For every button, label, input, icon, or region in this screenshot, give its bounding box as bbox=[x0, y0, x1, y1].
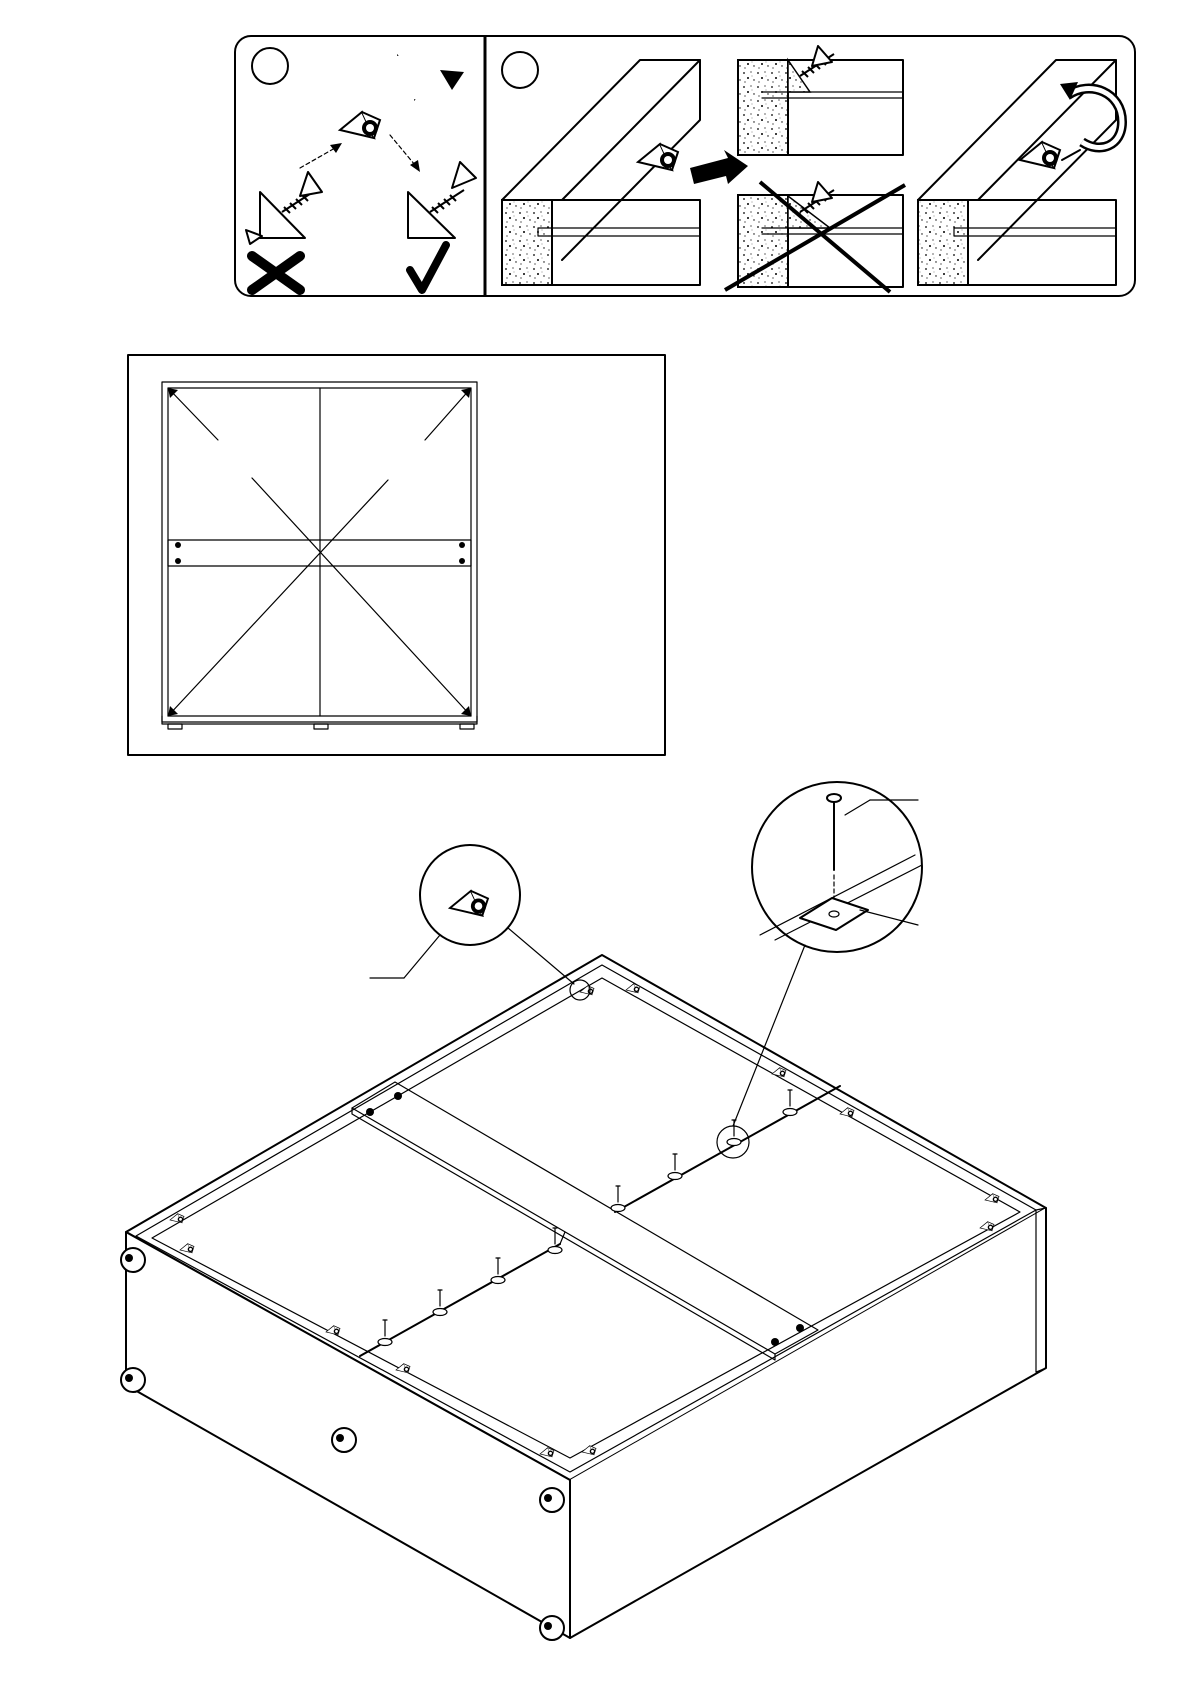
correct-screw-icon bbox=[408, 162, 476, 238]
turn-arrow-icon bbox=[1060, 82, 1122, 148]
screw-orientation-panel bbox=[246, 48, 476, 290]
step-marker-circle bbox=[502, 52, 538, 88]
cam-fitting-icon bbox=[340, 112, 380, 138]
cam-fitting-detail bbox=[370, 845, 590, 1000]
correct-check-icon bbox=[410, 245, 446, 290]
top-instruction-panel bbox=[235, 36, 1135, 296]
cam-fitting-panel bbox=[502, 46, 1122, 292]
cam-insert-view bbox=[502, 60, 748, 285]
turn-arrow-icon bbox=[398, 48, 464, 104]
wrong-cross-icon bbox=[252, 256, 300, 290]
wrong-section-view bbox=[725, 182, 905, 292]
cam-tighten-view bbox=[918, 60, 1122, 285]
wrong-screw-icon bbox=[246, 172, 322, 244]
cabinet-back-assembly bbox=[121, 782, 1046, 1640]
correct-section-view bbox=[738, 46, 903, 155]
step-marker-circle bbox=[252, 48, 288, 84]
squareness-check-diagram bbox=[128, 355, 665, 755]
